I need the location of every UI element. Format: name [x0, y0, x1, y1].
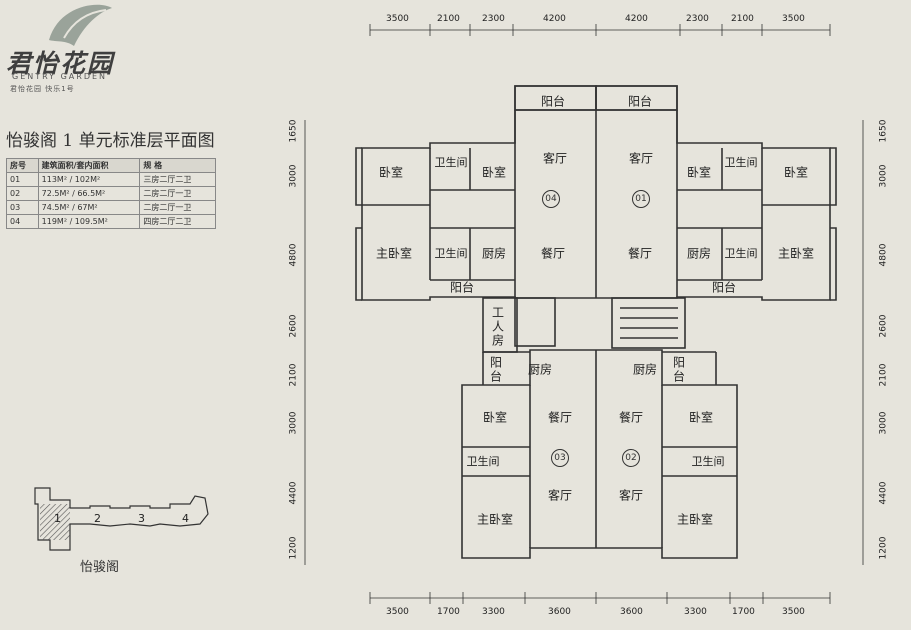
room-label-balcony: 阳台	[671, 356, 686, 384]
room-label-balcony: 阳台	[488, 356, 503, 384]
room-label-dining: 餐厅	[627, 246, 653, 261]
room-label-dining: 餐厅	[547, 410, 573, 425]
room-label-balcony: 阳台	[711, 280, 737, 295]
table-header: 建筑面积/套内面积	[37, 158, 141, 173]
room-label-kitchen: 厨房	[481, 246, 507, 261]
key-caption: 怡骏阁	[80, 560, 120, 575]
room-label-bedroom: 卧室	[481, 165, 507, 180]
table-cell: 04	[6, 214, 39, 229]
room-label-master: 主卧室	[676, 512, 714, 527]
room-label-bedroom: 卧室	[783, 165, 809, 180]
dim-bottom: 3500	[386, 607, 409, 617]
dim-bottom: 3600	[620, 607, 643, 617]
room-label-bath: 卫生间	[434, 156, 468, 169]
dim-top: 3500	[386, 14, 409, 24]
plan-title: 怡骏阁 1 单元标准层平面图	[6, 131, 215, 151]
room-label-dining: 餐厅	[540, 246, 566, 261]
room-label-kitchen: 厨房	[527, 362, 553, 377]
site-key-plan	[34, 487, 209, 551]
dim-bottom: 1700	[437, 607, 460, 617]
table-header-row: 房号 建筑面积/套内面积 规 格	[6, 158, 216, 173]
room-label-master: 主卧室	[476, 512, 514, 527]
logo-english: GENTRY GARDEN	[12, 72, 108, 81]
room-label-living: 客厅	[628, 151, 654, 166]
unit-number: 02	[622, 449, 640, 467]
room-label-dining: 餐厅	[618, 410, 644, 425]
unit-number: 03	[551, 449, 569, 467]
room-label-bedroom: 卧室	[482, 410, 508, 425]
room-label-balcony: 阳台	[449, 280, 475, 295]
room-label-bath: 卫生间	[691, 455, 725, 468]
room-label-bath: 卫生间	[466, 455, 500, 468]
unit-number: 04	[542, 190, 560, 208]
room-label-master: 主卧室	[375, 246, 413, 261]
dim-top: 2100	[437, 14, 460, 24]
room-label-bath: 卫生间	[434, 247, 468, 260]
leaf-logo-icon	[49, 4, 112, 46]
key-number: 2	[94, 512, 101, 525]
dim-top: 2300	[686, 14, 709, 24]
logo-title: 君怡花园	[6, 49, 115, 78]
key-number: 1	[54, 512, 61, 525]
key-number: 3	[138, 512, 145, 525]
logo-subtitle: 君怡花园 快乐1号	[10, 85, 75, 93]
room-label-living: 客厅	[618, 488, 644, 503]
table-cell: 119M² / 109.5M²	[37, 214, 141, 229]
dim-top: 3500	[782, 14, 805, 24]
room-label-balcony: 阳台	[627, 94, 653, 109]
room-label-master: 主卧室	[777, 246, 815, 261]
dim-bottom: 3500	[782, 607, 805, 617]
unit-number: 01	[632, 190, 650, 208]
room-label-worker: 工人房	[490, 306, 505, 348]
dim-top: 2300	[482, 14, 505, 24]
dim-bottom: 3600	[548, 607, 571, 617]
room-label-living: 客厅	[542, 151, 568, 166]
dim-bottom: 3300	[482, 607, 505, 617]
room-label-bedroom: 卧室	[378, 165, 404, 180]
dim-bottom: 1700	[732, 607, 755, 617]
room-label-kitchen: 厨房	[686, 246, 712, 261]
room-label-balcony: 阳台	[540, 94, 566, 109]
room-label-living: 客厅	[547, 488, 573, 503]
table-cell: 四房二厅二卫	[139, 214, 216, 229]
key-number: 4	[182, 512, 189, 525]
room-label-kitchen: 厨房	[632, 362, 658, 377]
room-label-bath: 卫生间	[724, 247, 758, 260]
room-label-bath: 卫生间	[724, 156, 758, 169]
dim-top: 2100	[731, 14, 754, 24]
room-label-bedroom: 卧室	[686, 165, 712, 180]
room-label-bedroom: 卧室	[688, 410, 714, 425]
table-header: 规 格	[139, 158, 216, 173]
dim-top: 4200	[543, 14, 566, 24]
dim-bottom: 3300	[684, 607, 707, 617]
dim-top: 4200	[625, 14, 648, 24]
